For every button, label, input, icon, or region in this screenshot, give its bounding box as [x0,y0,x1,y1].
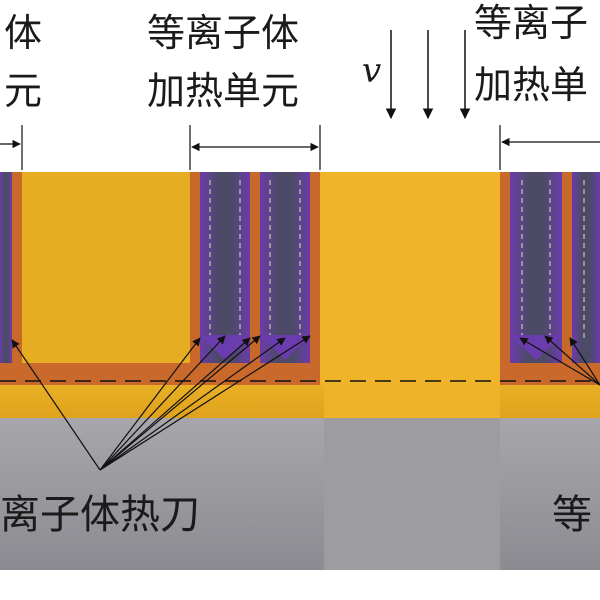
velocity-label: v [362,51,381,91]
knife-label-left: 离子体热刀 [0,492,200,538]
heating-unit-left [0,172,22,363]
heating-unit-center [190,172,320,363]
knife-leaders-left [11,335,311,471]
unit-right-label-line2: 加热单 [474,63,588,107]
knife-label-right: 等 [552,492,592,538]
unit-left-label-line1: 体 [4,11,42,55]
substrate-center-seam [324,418,500,570]
dimension-right [499,125,600,170]
unit-left-label-line2: 元 [4,69,42,113]
dimension-left [0,125,23,170]
unit-right-label-line1: 等离子 [474,1,588,45]
unit-center-label-line2: 加热单元 [147,69,299,113]
knife-leaders-right [519,335,600,386]
velocity-arrows [385,30,471,120]
heating-unit-right [500,172,600,363]
gold-lower-band-center [324,385,500,418]
dimension-center [189,125,321,170]
unit-center-label-line1: 等离子体 [147,11,299,55]
gold-block-left [22,172,190,363]
gold-block-center [320,172,500,385]
gold-lower-band [0,385,600,418]
